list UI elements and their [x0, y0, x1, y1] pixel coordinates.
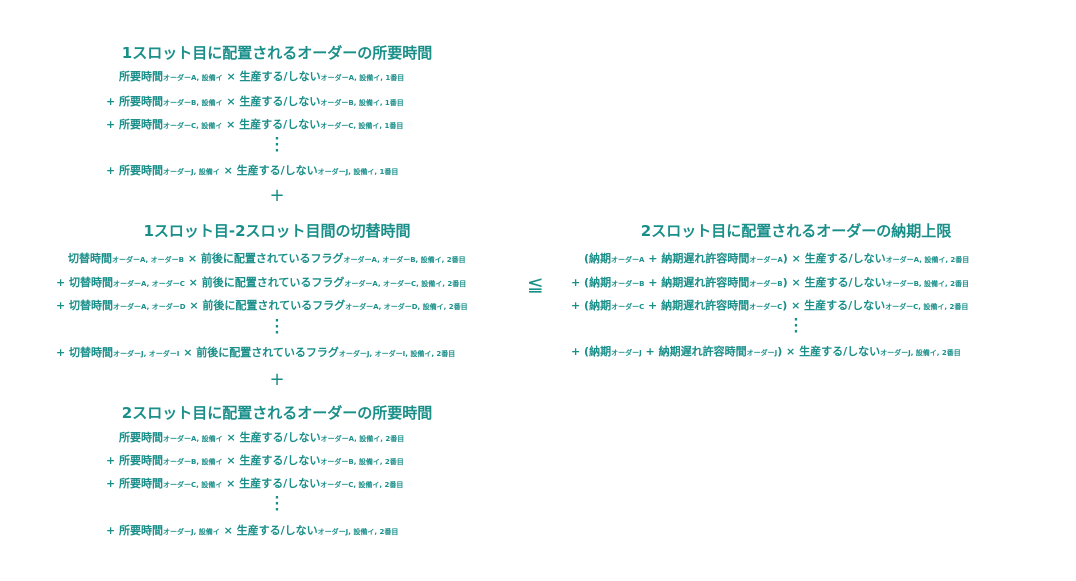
section3-title: 2スロット目に配置されるオーダーの所要時間 [121, 404, 433, 422]
formula-row: + 所要時間オーダーC, 設備イ × 生産する/しないオーダーC, 設備イ, 2… [106, 477, 404, 490]
less-than-or-equal-sign: ≦ [527, 272, 544, 296]
formula-row: + 所要時間オーダーJ, 設備イ × 生産する/しないオーダーJ, 設備イ, 1… [106, 164, 399, 177]
section1-title: 1スロット目に配置されるオーダーの所要時間 [121, 44, 433, 62]
section4-title: 2スロット目に配置されるオーダーの納期上限 [640, 222, 952, 240]
vertical-ellipsis: ··· [274, 132, 280, 159]
section2-title: 1スロット目-2スロット目間の切替時間 [143, 222, 411, 240]
formula-row: + (納期オーダーB + 納期遅れ許容時間オーダーB) × 生産する/しないオー… [571, 276, 969, 289]
formula-row: + 所要時間オーダーB, 設備イ × 生産する/しないオーダーB, 設備イ, 2… [106, 454, 404, 467]
plus-separator: + [269, 369, 285, 390]
vertical-ellipsis: ··· [274, 491, 280, 518]
formula-row: + (納期オーダーC + 納期遅れ許容時間オーダーC) × 生産する/しないオー… [571, 299, 969, 312]
formula-row: + 所要時間オーダーC, 設備イ × 生産する/しないオーダーC, 設備イ, 1… [106, 118, 404, 131]
vertical-ellipsis: ··· [793, 313, 799, 340]
formula-row: + (納期オーダーJ + 納期遅れ許容時間オーダーJ) × 生産する/しないオー… [571, 345, 961, 358]
formula-row: + 切替時間オーダーA, オーダーC × 前後に配置されているフラグオーダーA,… [56, 276, 467, 289]
formula-row: + 所要時間オーダーJ, 設備イ × 生産する/しないオーダーJ, 設備イ, 2… [106, 524, 399, 537]
formula-row: 所要時間オーダーA, 設備イ × 生産する/しないオーダーA, 設備イ, 2番目 [119, 431, 405, 444]
vertical-ellipsis: ··· [274, 314, 280, 341]
formula-row: + 切替時間オーダーJ, オーダーI × 前後に配置されているフラグオーダーJ,… [56, 346, 456, 359]
plus-separator: + [269, 185, 285, 206]
formula-row: + 切替時間オーダーA, オーダーD × 前後に配置されているフラグオーダーA,… [56, 299, 468, 312]
formula-row: (納期オーダーA + 納期遅れ許容時間オーダーA) × 生産する/しないオーダー… [584, 252, 970, 265]
formula-row: 切替時間オーダーA, オーダーB × 前後に配置されているフラグオーダーA, オ… [68, 252, 466, 265]
formula-row: 所要時間オーダーA, 設備イ × 生産する/しないオーダーA, 設備イ, 1番目 [119, 70, 405, 83]
formula-row: + 所要時間オーダーB, 設備イ × 生産する/しないオーダーB, 設備イ, 1… [106, 95, 404, 108]
